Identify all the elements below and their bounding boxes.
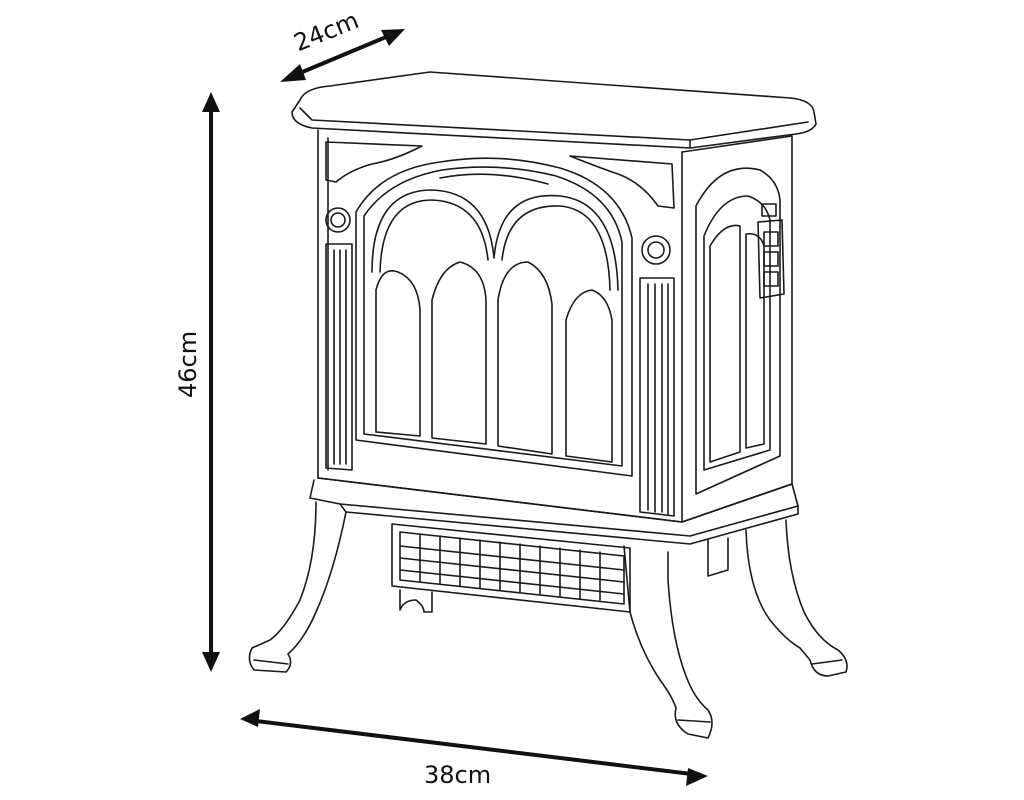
heater-legs	[248, 501, 848, 739]
depth-arrowhead-right	[381, 29, 405, 46]
heater-side-panel	[681, 135, 793, 523]
depth-arrow-line	[286, 30, 400, 80]
height-arrowhead-bottom	[202, 652, 220, 672]
control-panel	[757, 203, 785, 299]
width-arrow-line	[246, 718, 702, 777]
depth-arrowhead-left	[280, 64, 306, 82]
depth-dimension: 24cm	[280, 6, 405, 82]
heater-top	[291, 71, 817, 149]
width-label: 38cm	[424, 761, 491, 789]
heater-base	[309, 477, 799, 545]
height-arrowhead-top	[202, 92, 220, 112]
height-label: 46cm	[174, 331, 202, 398]
height-dimension: 46cm	[174, 92, 220, 672]
heater-front-panel	[317, 129, 683, 523]
width-arrowhead-right	[686, 768, 708, 786]
width-arrowhead-left	[240, 709, 260, 727]
width-dimension: 38cm	[240, 709, 708, 789]
fan-grille	[391, 523, 729, 613]
heater-illustration	[248, 71, 848, 739]
